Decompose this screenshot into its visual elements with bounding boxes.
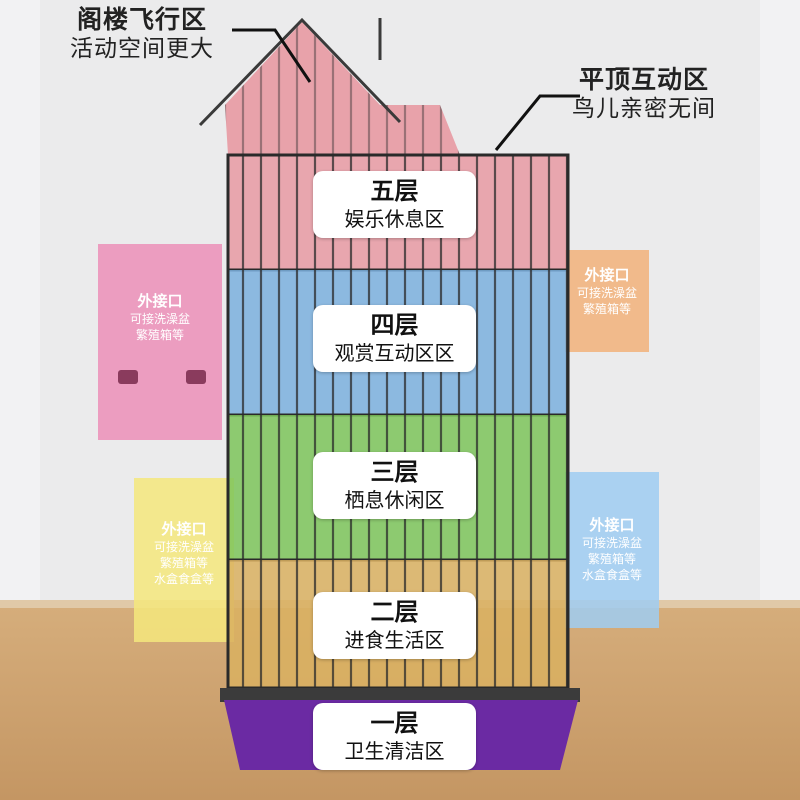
- callout-flat-top-title: 平顶互动区: [578, 65, 709, 94]
- port-slot-icon: [186, 370, 206, 384]
- port-slot-icon: [118, 370, 138, 384]
- tier-3-subtitle: 栖息休闲区: [344, 487, 445, 512]
- port-left-yellow-title: 外接口: [161, 520, 207, 538]
- port-right-orange-line-2: 繁殖箱等: [582, 302, 631, 317]
- port-left-yellow-line-3: 水盒食盒等: [153, 572, 214, 587]
- wall-panel-left: [0, 0, 40, 610]
- tier-label-2: 二层 进食生活区: [313, 592, 476, 659]
- tier-5-subtitle: 娱乐休息区: [344, 206, 445, 231]
- cage-tiers: [228, 155, 568, 690]
- port-left-yellow-line-1: 可接洗澡盆: [153, 540, 214, 554]
- port-label-right-orange: 外接口 可接洗澡盆 繁殖箱等: [565, 264, 649, 317]
- port-left-pink-line-2: 繁殖箱等: [135, 328, 184, 343]
- tier-label-5: 五层 娱乐休息区: [313, 171, 476, 238]
- tier-4-subtitle: 观赏互动区区: [334, 340, 455, 365]
- port-left-pink-line-1: 可接洗澡盆: [129, 312, 190, 326]
- port-right-orange-title: 外接口: [584, 266, 630, 284]
- tier-5-title: 五层: [370, 177, 419, 205]
- port-left-pink-title: 外接口: [137, 292, 183, 310]
- port-right-blue-line-2: 繁殖箱等: [587, 552, 636, 567]
- tier-1-subtitle: 卫生清洁区: [344, 738, 445, 763]
- tier-1-title: 一层: [370, 709, 419, 737]
- callout-attic-title: 阁楼飞行区: [76, 5, 207, 34]
- base-tray-rim: [220, 688, 580, 702]
- callout-leader-attic: [232, 28, 312, 83]
- port-right-blue-line-1: 可接洗澡盆: [581, 536, 642, 550]
- tier-label-4: 四层 观赏互动区区: [313, 305, 476, 372]
- port-panel-left-yellow: [134, 478, 234, 642]
- callout-leader-flat-top: [494, 94, 580, 151]
- attic-roof-bars: [225, 22, 460, 155]
- port-panel-left-pink: [98, 244, 222, 440]
- tier-2-subtitle: 进食生活区: [344, 627, 445, 652]
- port-label-left-pink: 外接口 可接洗澡盆 繁殖箱等: [98, 290, 222, 343]
- port-panel-right-orange: [565, 250, 649, 352]
- wall-panel-right: [760, 0, 800, 610]
- callout-flat-top-subtitle: 鸟儿亲密无间: [572, 96, 716, 123]
- port-right-blue-title: 外接口: [589, 516, 635, 534]
- tier-3-title: 三层: [370, 458, 419, 486]
- roof-edge: [198, 17, 402, 127]
- tier-4-title: 四层: [370, 311, 419, 339]
- tier-label-3: 三层 栖息休闲区: [313, 452, 476, 519]
- tier-label-1: 一层 卫生清洁区: [313, 703, 476, 770]
- callout-attic: 阁楼飞行区 活动空间更大: [70, 4, 214, 64]
- port-left-yellow-line-2: 繁殖箱等: [159, 556, 208, 571]
- callout-flat-top: 平顶互动区 鸟儿亲密无间: [572, 64, 716, 124]
- port-label-left-yellow: 外接口 可接洗澡盆 繁殖箱等 水盒食盒等: [134, 518, 234, 588]
- callout-attic-subtitle: 活动空间更大: [70, 36, 214, 63]
- port-right-blue-line-3: 水盒食盒等: [581, 568, 642, 583]
- port-label-right-blue: 外接口 可接洗澡盆 繁殖箱等 水盒食盒等: [565, 514, 659, 584]
- port-right-orange-line-1: 可接洗澡盆: [576, 286, 637, 300]
- port-panel-right-blue: [565, 472, 659, 628]
- tier-2-title: 二层: [370, 598, 419, 626]
